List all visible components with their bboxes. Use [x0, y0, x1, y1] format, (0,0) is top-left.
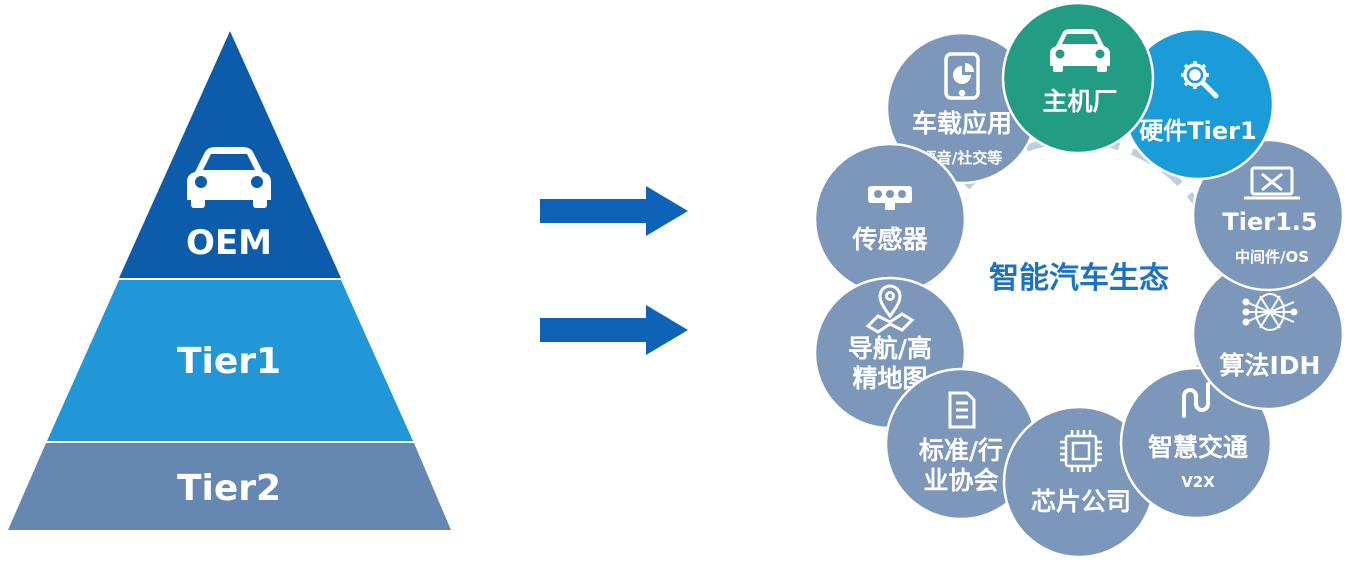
document-icon — [948, 391, 976, 429]
laptop-tools-icon — [1244, 166, 1300, 200]
node-oem-title: 主机厂 — [1042, 87, 1117, 116]
road-icon — [1182, 382, 1210, 418]
pyramid-middle-tier — [47, 280, 413, 441]
node-v2x-subtitle: V2X — [1181, 473, 1215, 491]
pyramid-top-label: OEM — [186, 223, 272, 263]
tablet-chart-icon — [944, 52, 980, 100]
pyramid: OEM Tier1 Tier2 — [8, 31, 451, 530]
node-v2x: 智慧交通 V2X — [1119, 366, 1273, 520]
node-sensor-title: 传感器 — [851, 225, 928, 254]
gear-wrench-icon — [1181, 61, 1219, 99]
node-tier15-subtitle: 中间件/OS — [1235, 248, 1309, 266]
node-chip: 芯片公司 — [1002, 405, 1156, 559]
ecosystem-center-label: 智能汽车生态 — [989, 261, 1169, 296]
node-hardware-title: 硬件Tier1 — [1139, 117, 1256, 145]
node-standards: 标准/行 业协会 — [884, 367, 1038, 521]
node-navigation-line1: 导航/高 — [848, 334, 932, 363]
node-oem: 主机厂 — [1001, 1, 1155, 155]
node-tier15-title: Tier1.5 — [1222, 208, 1317, 236]
arrow-lower — [540, 305, 688, 355]
node-standards-line1: 标准/行 — [919, 436, 1003, 465]
chip-icon — [1060, 430, 1102, 472]
car-icon — [1050, 29, 1110, 72]
node-apps-title: 车载应用 — [912, 109, 1012, 138]
node-v2x-title: 智慧交通 — [1148, 433, 1248, 462]
node-apps-subtitle: 语音/社交等 — [922, 149, 1002, 167]
node-chip-title: 芯片公司 — [1031, 487, 1131, 516]
pyramid-bottom-tier — [8, 443, 451, 530]
node-sensor: 传感器 — [813, 142, 967, 296]
node-standards-line2: 业协会 — [923, 466, 998, 495]
pyramid-bottom-label: Tier2 — [177, 468, 281, 509]
node-tier15: Tier1.5 中间件/OS — [1191, 138, 1345, 292]
car-icon — [187, 147, 271, 208]
sensor-icon — [868, 186, 912, 210]
arrow-upper — [540, 186, 688, 236]
map-pin-icon — [865, 284, 915, 334]
neural-network-icon — [1242, 293, 1298, 331]
ecosystem-diagram: 智能汽车生态 车载应用 语音/社交等 传感器 — [813, 1, 1345, 559]
pyramid-middle-label: Tier1 — [177, 341, 281, 382]
node-algorithm-title: 算法IDH — [1220, 351, 1321, 380]
